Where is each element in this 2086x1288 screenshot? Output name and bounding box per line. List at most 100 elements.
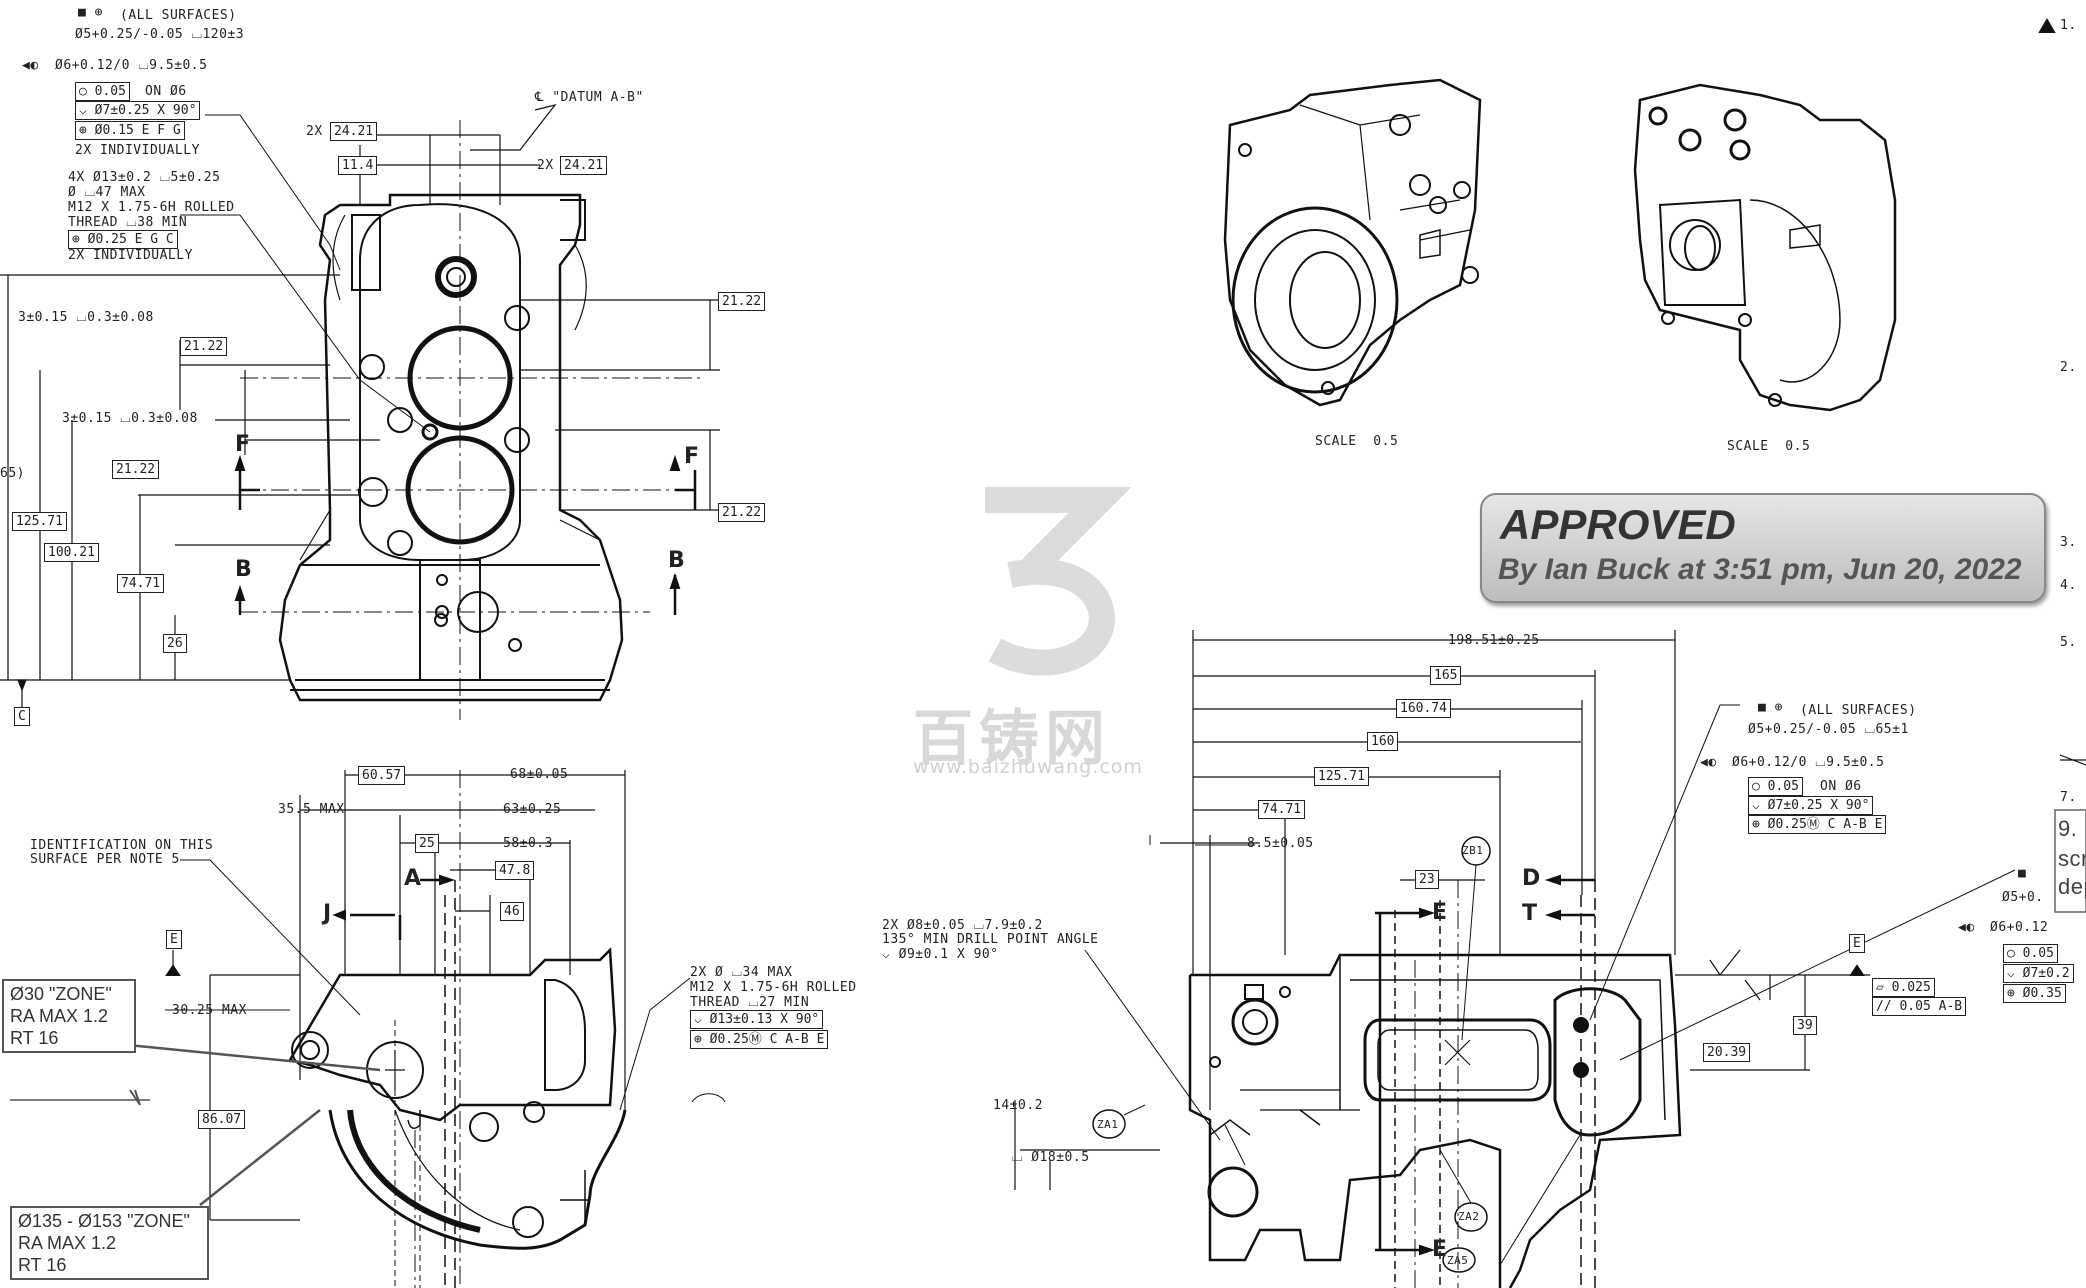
tl-thread2: Ø ⌴47 MAX	[68, 185, 146, 200]
br-d165: 165	[1430, 666, 1462, 685]
br-hole2-symbols: ◀◐	[1700, 755, 1725, 770]
tl-countersink-box: ⌵ Ø7±0.25 X 90°	[75, 101, 201, 120]
zone1-line3: RT 16	[10, 1028, 59, 1048]
re-fcf-symbols: ◀◐	[1958, 920, 1975, 935]
stamp-title: APPROVED	[1500, 501, 1736, 548]
zone2-line1: Ø135 - Ø153 "ZONE"	[18, 1211, 190, 1231]
note-3: 3.	[2060, 535, 2077, 550]
re-fcf-l1: Ø5+0.	[2002, 890, 2044, 905]
re-fcf-l3-box: ○ 0.05	[2003, 944, 2058, 963]
tl-all-surfaces-symbols: ■ ⊕	[78, 5, 112, 20]
re-fcf-l4-box: ⌵ Ø7±0.2	[2003, 964, 2074, 983]
br-d160: 160	[1367, 732, 1399, 751]
note-1: 1.	[2060, 18, 2077, 33]
balloon-zb1: ZB1	[1462, 844, 1484, 857]
bl-d63: 63±0.25	[503, 802, 562, 817]
br-d14: 14±0.2	[993, 1098, 1043, 1113]
note-2: 2.	[2060, 360, 2077, 375]
br-d198: 198.51±0.25	[1448, 633, 1540, 648]
br-parallel-box: // 0.05 A-B	[1872, 997, 1967, 1016]
tl-datum-ab-text: "DATUM A-B"	[552, 90, 644, 105]
note-4: 4.	[2060, 578, 2077, 593]
br-d8-5: 8.5±0.05	[1247, 836, 1314, 851]
tl-2x-b: 2X	[537, 158, 554, 173]
re-fcf-l2: Ø6+0.12	[1990, 920, 2049, 935]
zone-note-2: Ø135 - Ø153 "ZONE" RA MAX 1.2 RT 16	[10, 1206, 209, 1280]
tl-d11: 11.4	[338, 156, 378, 175]
bl-ident-1: IDENTIFICATION ON THIS	[30, 838, 214, 853]
notes-column-marks	[2038, 18, 2086, 913]
tl-d100: 100.21	[44, 543, 99, 562]
tl-cb1: 3±0.15 ⌴0.3±0.08	[18, 310, 154, 325]
tl-d21-l1: 21.22	[180, 337, 228, 356]
br-drill1: 2X Ø8±0.05 ⌴7.9±0.2	[882, 918, 1043, 933]
bl-d58: 58±0.3	[503, 836, 553, 851]
br-all-surfaces: (ALL SURFACES)	[1800, 703, 1917, 718]
bl-d25: 25	[415, 834, 439, 853]
tl-d125: 125.71	[12, 512, 67, 531]
br-on-dia: ON Ø6	[1820, 779, 1862, 794]
tl-all-surfaces: (ALL SURFACES)	[120, 8, 237, 23]
br-d74: 74.71	[1258, 800, 1306, 819]
bl-tap2: M12 X 1.75-6H ROLLED	[690, 980, 857, 995]
bl-max30: 30.25 MAX	[172, 1003, 247, 1018]
iso-right-scale: SCALE 0.5	[1727, 439, 1811, 454]
bl-d46: 46	[500, 902, 524, 921]
note-7: 7.	[2060, 790, 2077, 805]
br-drill2: 135° MIN DRILL POINT ANGLE	[882, 932, 1099, 947]
note-9: 9.	[2058, 816, 2078, 841]
br-circ: 0.05	[1767, 779, 1799, 794]
br-csk: Ø7±0.25 X 90°	[1767, 798, 1870, 813]
br-csk-box: ⌵ Ø7±0.25 X 90°	[1748, 796, 1874, 815]
section-b-left: B	[235, 557, 252, 582]
tl-d26: 26	[163, 634, 187, 653]
bl-tap4-box: ⌵ Ø13±0.13 X 90°	[690, 1010, 824, 1029]
bl-d60: 60.57	[358, 766, 406, 785]
section-e-bottom: E	[1432, 1237, 1448, 1262]
br-d23: 23	[1415, 870, 1439, 889]
br-circ-box: ○ 0.05	[1748, 777, 1803, 796]
watermark-url: www.baizhuwang.com	[913, 756, 1143, 778]
br-par: 0.05 A-B	[1899, 999, 1963, 1014]
tl-thread-pos: Ø0.25 E G C	[87, 232, 174, 247]
bl-tap1: 2X Ø ⌴34 MAX	[690, 965, 793, 980]
balloon-za2: ZA2	[1458, 1210, 1480, 1223]
tl-thread1: 4X Ø13±0.2 ⌴5±0.25	[68, 170, 221, 185]
note-5: 5.	[2060, 635, 2077, 650]
note-9-line1: scr	[2058, 846, 2086, 871]
tl-pos: Ø0.15 E F G	[94, 123, 181, 138]
zone1-line1: Ø30 "ZONE"	[10, 984, 112, 1004]
tl-csk: Ø7±0.25 X 90°	[94, 103, 197, 118]
bl-tap3: THREAD ⌴27 MIN	[690, 995, 810, 1010]
bl-tap4: Ø13±0.13 X 90°	[709, 1012, 820, 1027]
iso-left-scale: SCALE 0.5	[1315, 434, 1399, 449]
section-f-left: F	[235, 432, 251, 457]
zone-note-1: Ø30 "ZONE" RA MAX 1.2 RT 16	[2, 979, 136, 1053]
tl-on-dia: ON Ø6	[145, 84, 187, 99]
tl-datum-c: C	[14, 707, 30, 726]
br-datum-e: E	[1849, 934, 1865, 953]
bl-tap5: Ø0.25Ⓜ C A-B E	[709, 1032, 825, 1047]
bl-d86: 86.07	[198, 1110, 246, 1129]
br-d125: 125.71	[1314, 767, 1369, 786]
section-a: A	[404, 866, 422, 891]
note-9-line2: dep	[2058, 874, 2086, 899]
br-d160-74: 160.74	[1396, 699, 1451, 718]
zone1-line2: RA MAX 1.2	[10, 1006, 109, 1026]
tl-datum-ab: ℄ "DATUM A-B"	[535, 90, 644, 105]
approval-stamp: APPROVED By Ian Buck at 3:51 pm, Jun 20,…	[1480, 493, 2046, 603]
section-j: J	[323, 901, 332, 926]
stamp-byline: By Ian Buck at 3:51 pm, Jun 20, 2022	[1498, 553, 2022, 586]
br-pos: Ø0.25Ⓜ C A-B E	[1767, 817, 1883, 832]
section-e-top: E	[1432, 900, 1448, 925]
section-d: D	[1522, 866, 1541, 891]
br-pos-box: ⊕ Ø0.25Ⓜ C A-B E	[1748, 815, 1887, 834]
iso-view-left	[1223, 78, 1482, 407]
bottom-left-view	[10, 770, 726, 1288]
tl-d24-a: 24.21	[330, 122, 378, 141]
tl-d21-l2: 21.22	[112, 460, 160, 479]
tl-thread-pos-box: ⊕ Ø0.25 E G C	[68, 230, 178, 249]
br-flat: 0.025	[1891, 980, 1931, 995]
tl-hole1: Ø5+0.25/-0.05 ⌴120±3	[75, 27, 245, 42]
